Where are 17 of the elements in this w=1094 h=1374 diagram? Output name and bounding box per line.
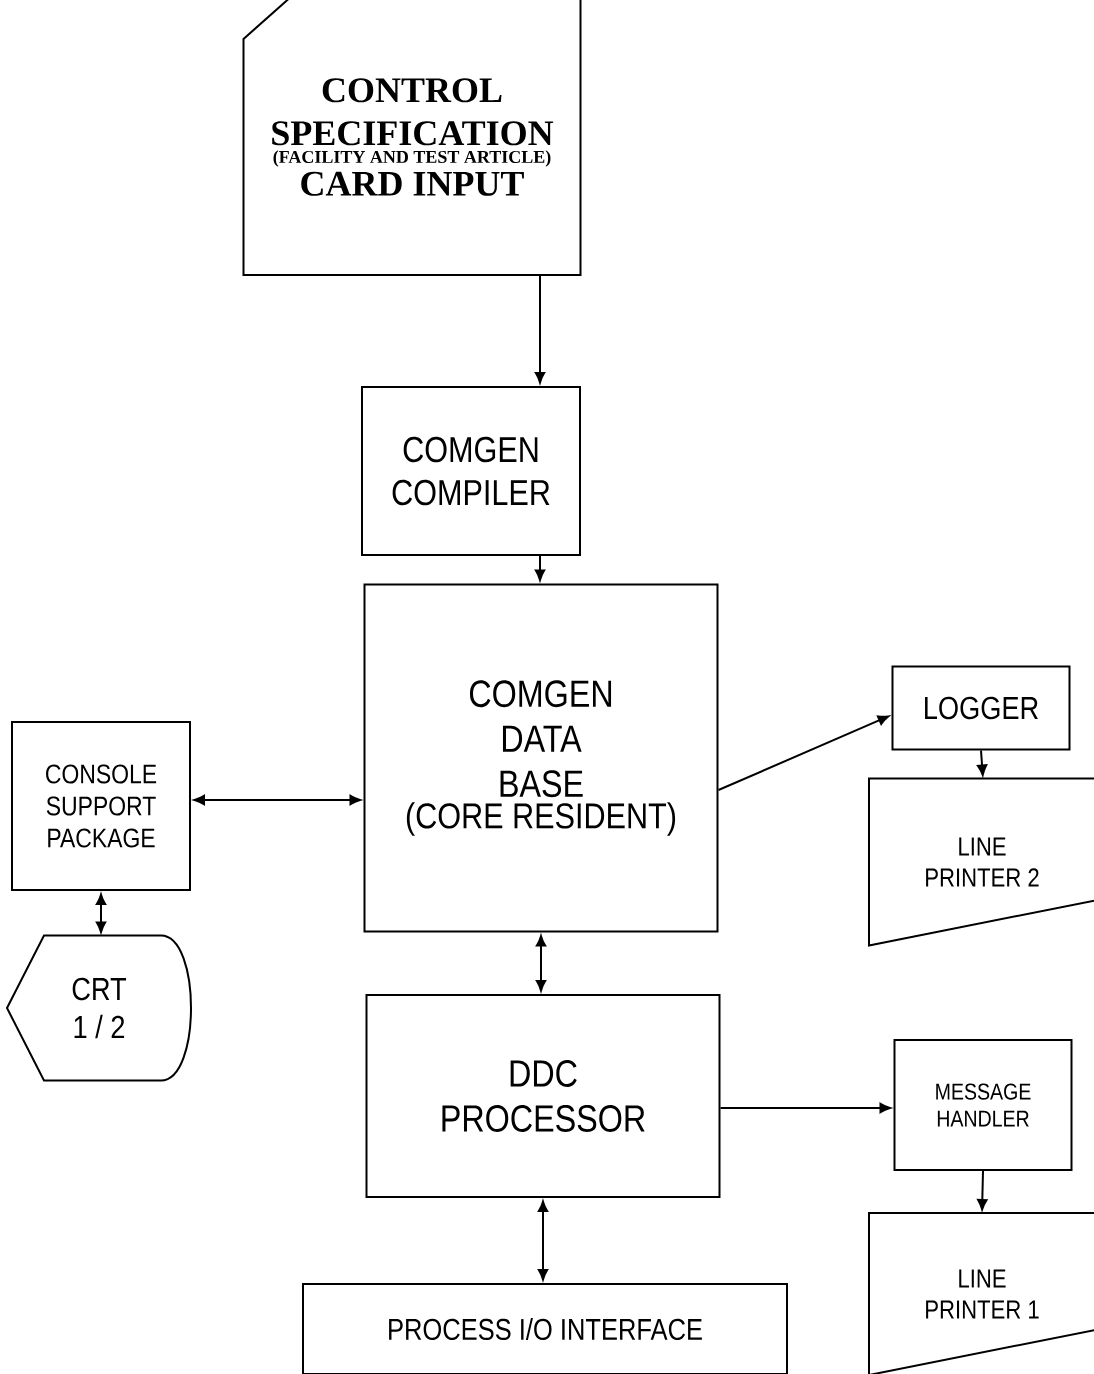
arrow <box>534 555 546 581</box>
process-box: COMGEN COMPILER <box>361 386 581 556</box>
process-box: CONSOLE SUPPORT PACKAGE <box>11 721 191 891</box>
arrow <box>535 935 547 992</box>
process-box: PROCESS I/O INTERFACE <box>302 1283 788 1374</box>
arrow <box>95 893 107 933</box>
process-box: DDC PROCESSOR <box>365 994 721 1198</box>
process-box: MESSAGE HANDLER <box>893 1039 1073 1171</box>
arrow <box>976 749 988 776</box>
arrow <box>537 1200 549 1281</box>
process-box: COMGEN DATA BASE (CORE RESIDENT) <box>363 583 719 933</box>
arrow <box>534 274 546 384</box>
arrow <box>193 794 361 806</box>
process-box: LOGGER <box>891 665 1071 751</box>
arrow <box>719 1102 891 1114</box>
arrow <box>977 1170 988 1211</box>
arrow <box>717 715 890 791</box>
